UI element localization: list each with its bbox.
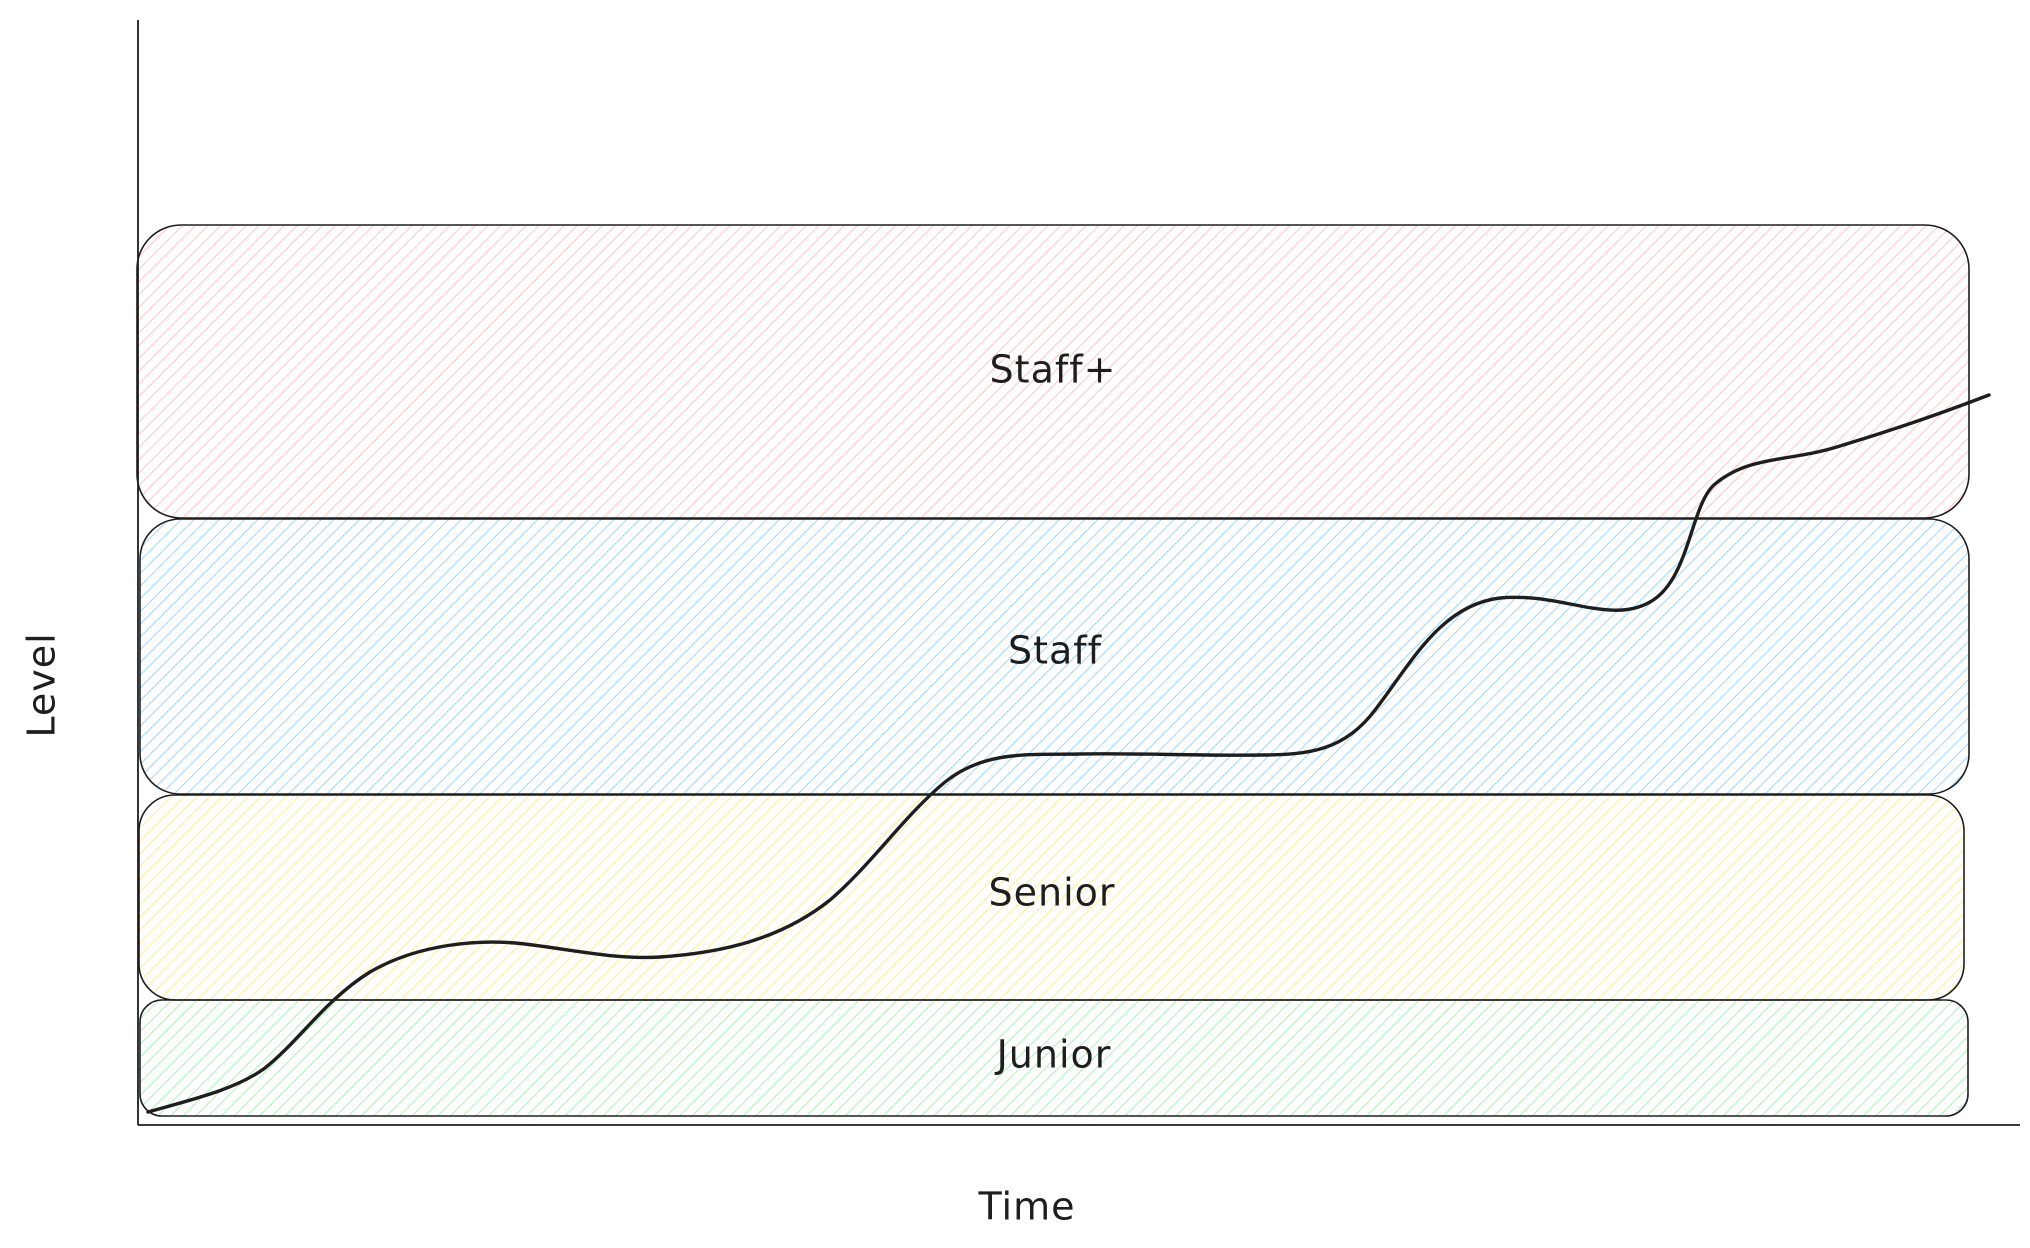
band-staff-label: Staff — [1008, 629, 1103, 673]
band-junior-label: Junior — [995, 1033, 1112, 1077]
y-axis-label: Level — [20, 632, 64, 737]
band-staff-plus-label: Staff+ — [990, 348, 1117, 392]
band-senior: Senior — [138, 794, 1965, 1001]
band-staff: Staff — [139, 518, 1970, 795]
band-senior-label: Senior — [988, 871, 1115, 915]
career-trajectory-curve — [146, 393, 1991, 1114]
band-staff-plus-box — [136, 224, 1970, 519]
band-staff-box — [139, 518, 1970, 795]
band-staff-plus: Staff+ — [136, 224, 1970, 519]
band-junior: Junior — [139, 999, 1969, 1117]
x-axis-label: Time — [978, 1185, 1076, 1229]
band-junior-box — [139, 999, 1969, 1117]
